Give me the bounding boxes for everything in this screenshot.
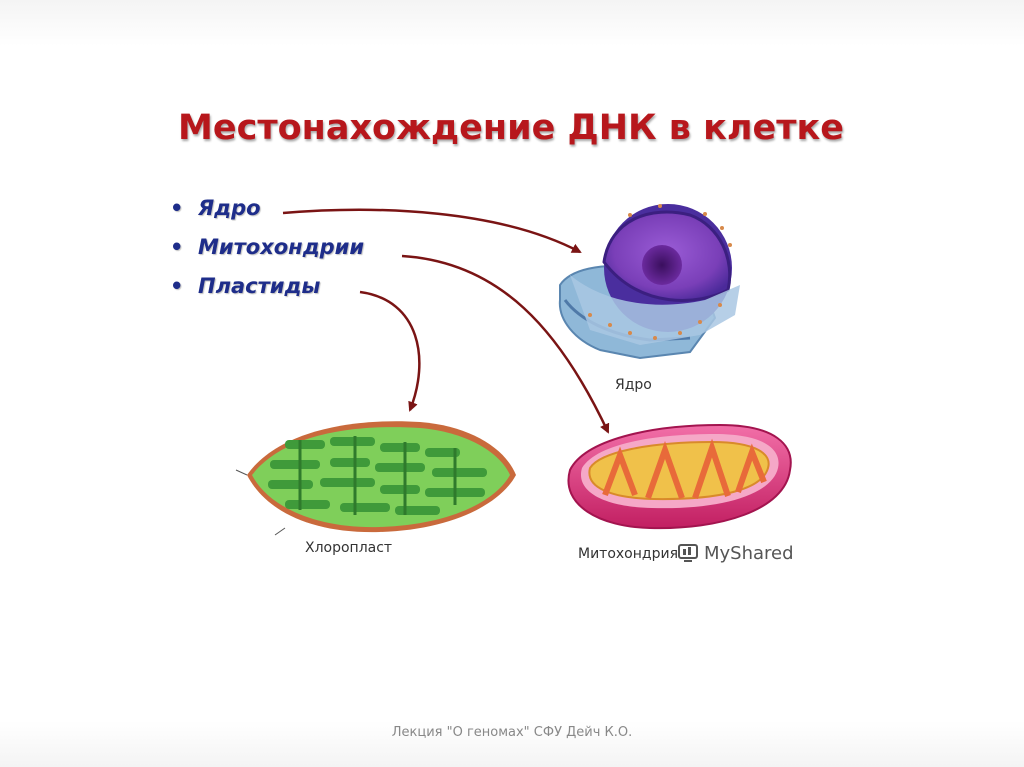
bullet-item-mitochondria: • Митохондрии bbox=[170, 235, 364, 274]
nucleus-caption: Ядро bbox=[615, 377, 652, 393]
bullet-label: Пластиды bbox=[198, 274, 321, 298]
chloroplast-illustration bbox=[235, 421, 516, 536]
myshared-logo-icon bbox=[678, 544, 698, 562]
bullet-item-plastids: • Пластиды bbox=[170, 274, 364, 313]
bullet-label: Ядро bbox=[198, 196, 261, 220]
bullet-label: Митохондрии bbox=[198, 235, 365, 259]
slide-title: Местонахождение ДНК в клетке bbox=[178, 108, 845, 148]
bullet-dot-icon: • bbox=[170, 274, 184, 298]
bullet-item-nucleus: • Ядро bbox=[170, 196, 364, 235]
arrow-mitochondria bbox=[401, 254, 610, 434]
watermark-text: MyShared bbox=[704, 542, 794, 564]
arrow-nucleus bbox=[282, 208, 582, 254]
nucleus-illustration bbox=[558, 204, 740, 360]
arrow-plastids bbox=[359, 290, 421, 412]
watermark: MyShared bbox=[676, 540, 794, 566]
mitochondrion-caption: Митохондрия bbox=[578, 546, 678, 562]
bullet-list: • Ядро • Митохондрии • Пластиды bbox=[170, 196, 364, 313]
chloroplast-caption: Хлоропласт bbox=[305, 540, 393, 556]
bullet-dot-icon: • bbox=[170, 235, 184, 259]
slide-footer: Лекция "О геномах" СФУ Дейч К.О. bbox=[391, 725, 633, 740]
bullet-dot-icon: • bbox=[170, 196, 184, 220]
mitochondrion-illustration bbox=[567, 423, 792, 530]
